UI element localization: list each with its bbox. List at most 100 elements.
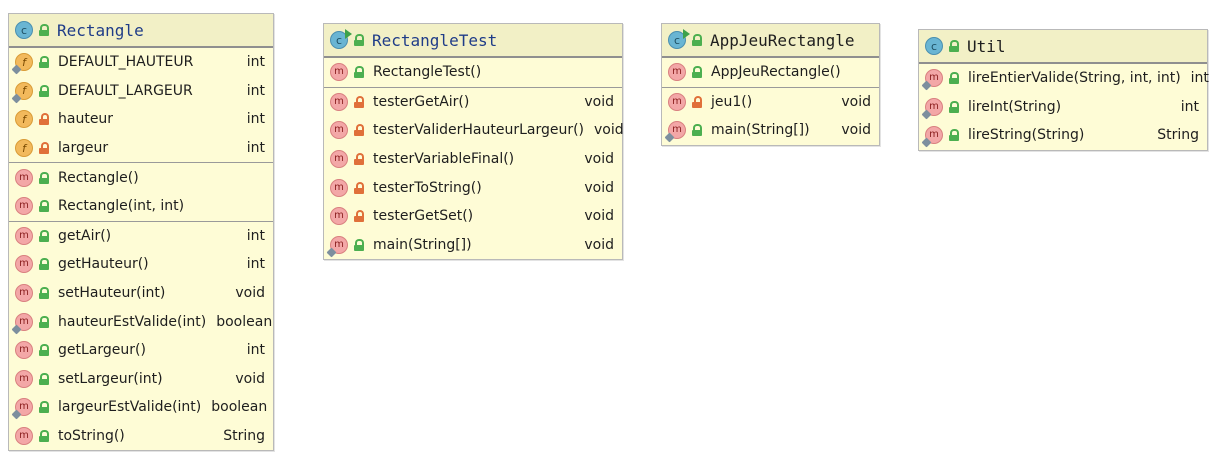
member-type: int (246, 256, 265, 273)
static-method-icon: m (326, 235, 348, 258)
member-name: testerGetAir() (373, 93, 470, 110)
method-row[interactable]: m testerValiderHauteurLargeur() void (324, 116, 624, 145)
method-row[interactable]: m Rectangle() (9, 163, 273, 192)
static-pin-icon (921, 109, 932, 120)
member-type: int (246, 54, 265, 71)
member-name: main(String[]) (711, 122, 810, 139)
member-name: getHauteur() (58, 256, 149, 273)
member-name: largeur (58, 140, 109, 157)
member-name: AppJeuRectangle() (711, 64, 841, 81)
member-name: Rectangle(int, int) (58, 198, 185, 215)
static-pin-icon (664, 133, 675, 143)
field-icon: f (15, 110, 33, 129)
static-pin-icon (326, 247, 337, 258)
member-name: lireString(String) (968, 127, 1085, 144)
member-type: boolean (216, 313, 273, 330)
public-visibility-icon (39, 430, 49, 443)
member-type: int (246, 111, 265, 128)
static-method-icon: m (664, 121, 686, 143)
member-name: Rectangle() (58, 169, 139, 186)
section-divider (324, 86, 622, 88)
method-icon: m (15, 427, 33, 446)
private-lock-icon (354, 153, 364, 166)
member-type: String (1157, 127, 1199, 144)
private-lock-icon (39, 142, 49, 155)
member-name: testerValiderHauteurLargeur() (373, 122, 585, 139)
member-type: String (223, 428, 265, 445)
method-icon: m (15, 197, 33, 216)
member-type: void (584, 179, 614, 196)
member-name: testerGetSet() (373, 208, 474, 225)
method-icon: m (330, 207, 348, 226)
member-type: void (594, 122, 624, 139)
method-row[interactable]: m Rectangle(int, int) (9, 192, 273, 221)
method-icon: m (668, 63, 686, 82)
public-visibility-icon (39, 84, 49, 97)
section-divider (9, 220, 273, 222)
member-name: setHauteur(int) (58, 285, 166, 302)
method-icon: m (330, 121, 348, 140)
member-type: int (1190, 70, 1209, 87)
member-name: DEFAULT_HAUTEUR (58, 54, 194, 71)
method-row[interactable]: m AppJeuRectangle() (662, 58, 879, 87)
static-field-icon: f (11, 81, 33, 104)
class-icon: c (925, 37, 943, 55)
member-type: void (235, 370, 265, 387)
private-lock-icon (354, 124, 364, 137)
method-icon: m (330, 92, 348, 111)
method-icon: m (330, 63, 348, 82)
member-type: int (246, 342, 265, 359)
method-icon: m (15, 168, 33, 187)
method-icon: m (15, 255, 33, 274)
public-visibility-icon (354, 34, 364, 46)
public-visibility-icon (39, 258, 49, 271)
method-row[interactable]: m getHauteur() int (9, 250, 273, 279)
public-visibility-icon (39, 344, 49, 357)
private-lock-icon (354, 210, 364, 223)
runnable-class-icon: c (668, 29, 690, 49)
member-name: testerVariableFinal() (373, 151, 515, 168)
member-type: void (841, 93, 871, 110)
static-method-icon: m (921, 97, 943, 120)
public-visibility-icon (692, 34, 702, 46)
method-icon: m (15, 226, 33, 245)
member-name: jeu1() (711, 93, 753, 110)
public-visibility-icon (39, 372, 49, 385)
method-row[interactable]: m lireString(String) String (919, 121, 1207, 150)
member-type: void (584, 236, 614, 253)
static-pin-icon (921, 138, 932, 148)
static-method-icon: m (11, 312, 33, 335)
static-method-icon: m (921, 126, 943, 148)
method-icon: m (15, 284, 33, 303)
public-visibility-icon (39, 401, 49, 414)
